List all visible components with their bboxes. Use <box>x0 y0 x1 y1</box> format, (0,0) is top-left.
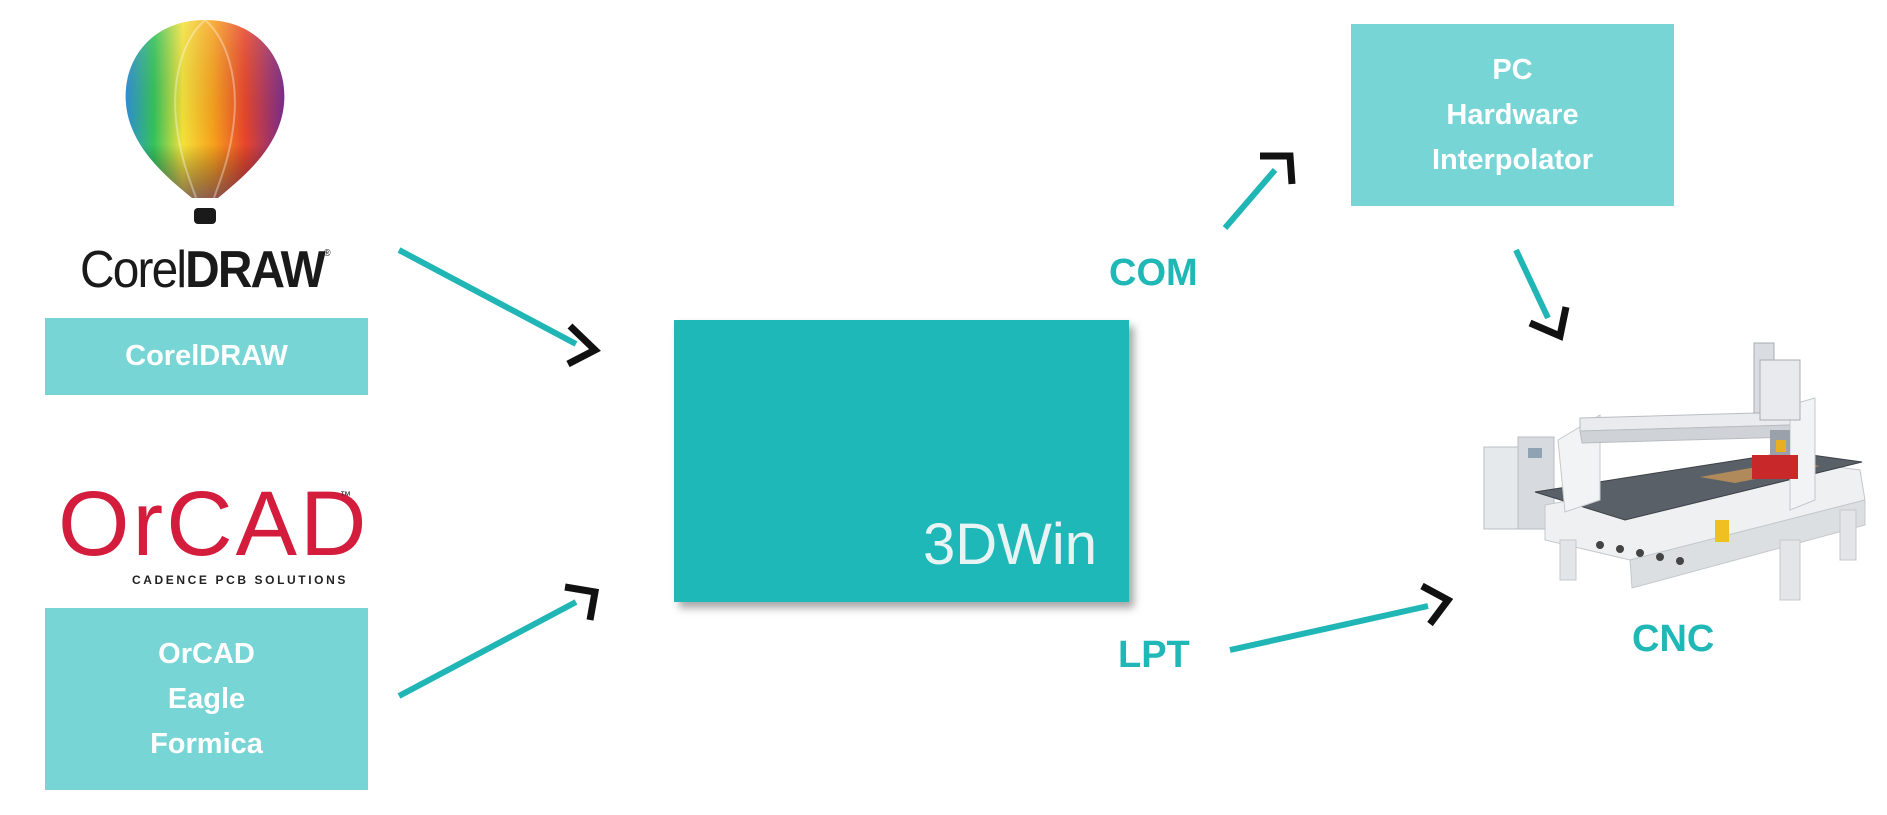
box-line: Interpolator <box>1431 143 1594 176</box>
arrow-coreldraw-to-mdp <box>397 247 601 368</box>
coreldraw-logo: CorelDRAW® <box>80 241 331 299</box>
box-line: Eagle <box>167 682 246 715</box>
box-line: PC <box>1492 53 1533 86</box>
cnc-label: CNC <box>1632 618 1715 660</box>
interpolator-box: PC Hardware Interpolator <box>1351 24 1674 206</box>
box-line: Formica <box>150 727 263 760</box>
cnc-machine-icon <box>1483 342 1866 601</box>
coreldraw-balloon-icon <box>125 19 285 224</box>
box-line: Hardware <box>1446 98 1579 131</box>
arrow-lpt-to-cnc <box>1229 582 1454 653</box>
orcad-logo: OrCAD <box>58 473 370 575</box>
orcad-source-box: OrCAD Eagle Formica <box>45 608 368 790</box>
arrow-interpolator-to-cnc <box>1513 248 1570 341</box>
coreldraw-source-box: CorelDRAW <box>45 318 368 395</box>
orcad-subtitle: CADENCE PCB SOLUTIONS <box>132 573 348 587</box>
box-line: CorelDRAW <box>125 340 288 372</box>
box-line: OrCAD <box>158 637 255 670</box>
mdp-product-name: 3DWin <box>922 512 1097 577</box>
lpt-label: LPT <box>1118 634 1190 676</box>
com-label: COM <box>1109 252 1198 294</box>
arrow-com-to-interpolator <box>1222 152 1296 230</box>
orcad-trademark: ™ <box>340 490 351 502</box>
mdp-3dwin-box: 3DWin <box>674 320 1129 602</box>
arrow-orcad-to-mdp <box>397 583 600 699</box>
